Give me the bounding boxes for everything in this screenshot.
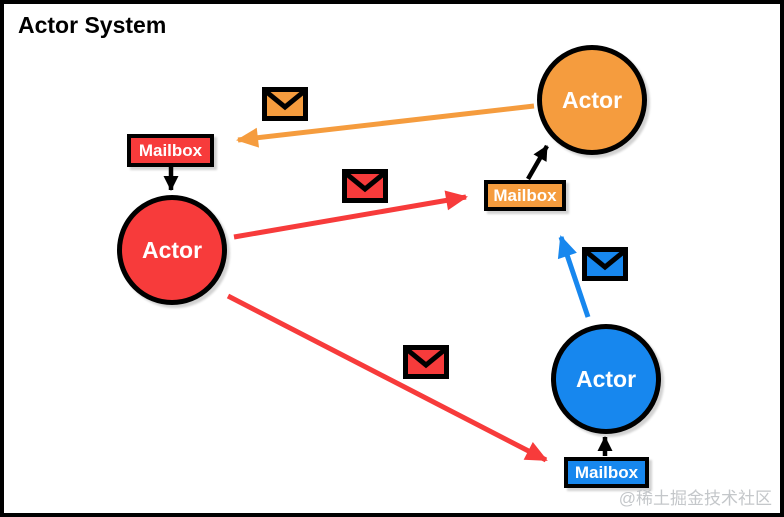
- message-envelope-blue-icon: [582, 247, 628, 281]
- mailbox-label: Mailbox: [138, 140, 203, 160]
- actor-node-orange: Actor: [537, 45, 647, 155]
- mailbox-label: Mailbox: [493, 185, 557, 205]
- watermark-text: @稀土掘金技术社区: [618, 489, 772, 508]
- message-arrow-red-actor-to-blue-mailbox: [226, 293, 548, 463]
- message-envelope-red2-icon: [403, 345, 449, 379]
- actor-label: Actor: [575, 365, 637, 392]
- message-arrow-red-actor-to-orange-mailbox: [233, 190, 468, 240]
- mailbox-node-red: Mailbox: [127, 134, 214, 167]
- actor-label: Actor: [561, 86, 623, 113]
- actor-node-red: Actor: [117, 195, 227, 305]
- message-envelope-red-icon: [342, 169, 388, 203]
- diagram-title: Actor System: [18, 12, 167, 38]
- mailbox-node-blue: Mailbox: [564, 457, 649, 488]
- message-envelope-orange-icon: [262, 87, 308, 121]
- mailbox-label: Mailbox: [574, 462, 639, 482]
- mailbox-node-orange: Mailbox: [484, 180, 566, 211]
- delivery-arrow-orange-mailbox-to-orange-actor: [526, 144, 549, 181]
- actor-node-blue: Actor: [551, 324, 661, 434]
- actor-label: Actor: [141, 236, 203, 263]
